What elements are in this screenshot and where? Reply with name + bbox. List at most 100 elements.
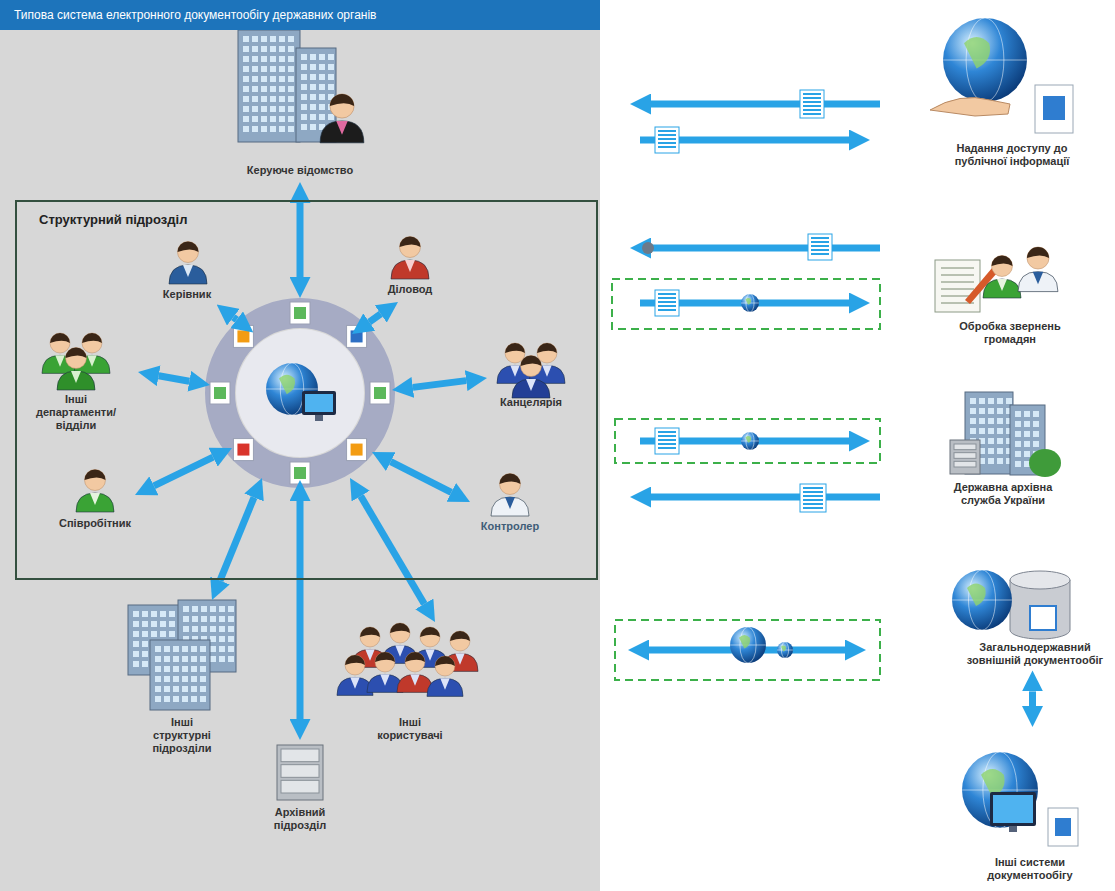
building-window	[270, 106, 276, 112]
building-window	[200, 676, 206, 682]
building-window	[252, 36, 258, 42]
building-window	[252, 66, 258, 72]
person-shirt	[395, 645, 405, 656]
document-line	[658, 309, 676, 311]
document-line	[658, 431, 676, 433]
person-head	[992, 256, 1013, 277]
exchange-arrow	[1029, 691, 1036, 706]
person-head	[537, 343, 557, 363]
person-shirt	[997, 279, 1007, 291]
person-hair	[400, 237, 421, 248]
building-window	[243, 66, 249, 72]
person-hair	[50, 333, 70, 343]
building-window	[201, 616, 207, 622]
building-window	[191, 676, 197, 682]
person-head	[345, 655, 365, 675]
actor-node: Канцелярія	[500, 396, 562, 409]
access-document	[1035, 85, 1073, 133]
building-window	[201, 606, 207, 612]
actor-node: Контролер	[481, 520, 539, 533]
bush-icon	[1029, 449, 1061, 477]
person-icon	[57, 348, 95, 391]
building-window	[319, 94, 325, 100]
building-window	[155, 676, 161, 682]
building-window	[970, 408, 976, 414]
document-line	[658, 146, 676, 148]
building-window	[288, 86, 294, 92]
building-window	[210, 656, 216, 662]
building-window	[310, 64, 316, 70]
building-window	[228, 646, 234, 652]
actor-node: Архівний підрозділ	[259, 806, 341, 832]
hub-tile	[347, 439, 367, 461]
person-head	[521, 356, 542, 377]
person-icon	[397, 652, 433, 692]
person-shirt	[90, 493, 100, 505]
monitor-screen	[305, 394, 333, 412]
building-window	[279, 46, 285, 52]
flow-arrow	[369, 314, 381, 322]
building-window	[169, 631, 175, 637]
monitor-frame	[302, 391, 336, 415]
person-head	[390, 623, 410, 643]
building-window	[997, 418, 1003, 424]
petition-line	[941, 289, 974, 290]
building-window	[169, 621, 175, 627]
document-line	[658, 130, 676, 132]
hub-tile	[290, 302, 310, 324]
building-window	[970, 428, 976, 434]
building-window	[219, 606, 225, 612]
person-head	[400, 237, 421, 258]
building-window	[210, 606, 216, 612]
hub-tile	[347, 325, 367, 347]
building-window	[997, 438, 1003, 444]
building-window	[191, 666, 197, 672]
person-hair	[360, 627, 380, 637]
hub-tile	[233, 325, 253, 347]
globe-land	[746, 298, 752, 305]
document-line	[658, 301, 676, 303]
building-window	[310, 74, 316, 80]
building-window	[270, 126, 276, 132]
building-window	[288, 46, 294, 52]
person-shirt	[1033, 272, 1044, 285]
person-hair	[500, 474, 521, 485]
hub-tile	[210, 382, 230, 404]
person-icon	[983, 256, 1021, 299]
building-window	[252, 116, 258, 122]
building-window	[1033, 411, 1039, 417]
building-window	[142, 661, 148, 667]
person-hair	[521, 356, 542, 367]
flow-arrow	[154, 457, 213, 486]
building-window	[1024, 441, 1030, 447]
building-window	[1015, 461, 1021, 467]
building-window	[252, 106, 258, 112]
person-body	[512, 379, 550, 398]
document-line	[658, 297, 676, 299]
building-window	[182, 676, 188, 682]
hub-inner	[236, 329, 364, 457]
person-hair	[345, 655, 365, 665]
building-window	[252, 126, 258, 132]
person-hair	[330, 94, 354, 106]
building-window	[142, 621, 148, 627]
person-body	[427, 678, 463, 696]
globe	[741, 294, 759, 312]
building-window	[328, 54, 334, 60]
document-line	[658, 447, 676, 449]
building-window	[988, 428, 994, 434]
document-line	[803, 113, 821, 115]
document-icon	[655, 290, 679, 316]
flow-arrow	[651, 494, 880, 501]
system-document	[1048, 808, 1078, 846]
building-window	[988, 438, 994, 444]
flow-arrow	[297, 203, 304, 277]
hub-tile	[370, 382, 390, 404]
building-window	[270, 86, 276, 92]
flow-arrow	[361, 496, 425, 604]
building-window	[191, 646, 197, 652]
person-head	[420, 627, 440, 647]
building-window	[1024, 431, 1030, 437]
building-window	[151, 611, 157, 617]
building-window	[252, 76, 258, 82]
